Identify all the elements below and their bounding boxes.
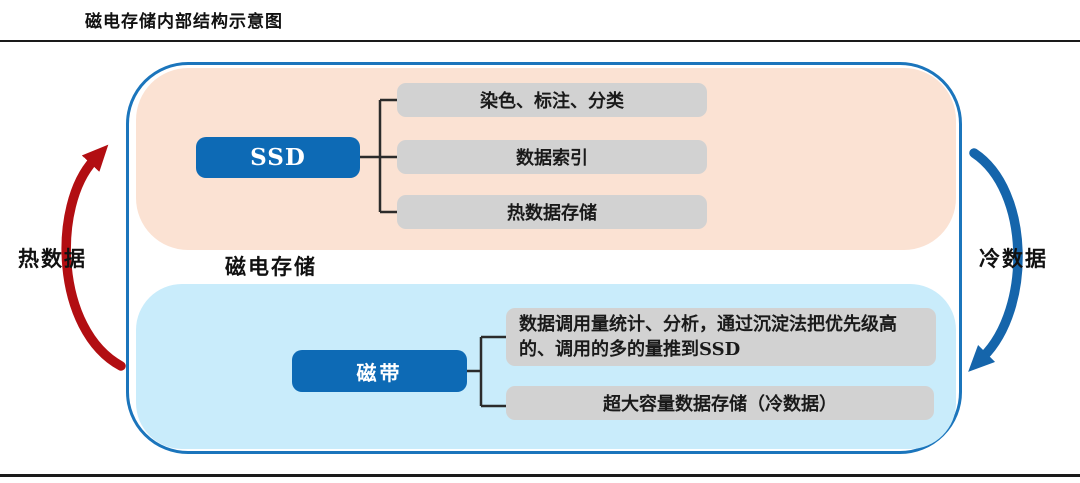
- ssd-branch-hot-data-storage: 热数据存储: [397, 195, 707, 229]
- hot-data-arrow-label: 热数据: [18, 246, 87, 271]
- figure-title: 磁电存储内部结构示意图: [85, 12, 283, 32]
- top-divider-line: [0, 40, 1080, 42]
- tape-node: 磁带: [292, 350, 467, 392]
- ssd-node: SSD: [196, 137, 360, 178]
- bottom-divider-line: [0, 474, 1080, 477]
- tape-branch-mass-cold-storage: 超大容量数据存储（冷数据）: [506, 386, 934, 420]
- ssd-branch-dye-label-classify: 染色、标注、分类: [397, 83, 707, 117]
- cold-data-arrow-label: 冷数据: [979, 246, 1048, 271]
- ssd-branch-data-index: 数据索引: [397, 140, 707, 174]
- center-label: 磁电存储: [225, 254, 317, 279]
- tape-branch-usage-analysis: 数据调用量统计、分析，通过沉淀法把优先级高的、调用的多的量推到SSD: [506, 308, 936, 366]
